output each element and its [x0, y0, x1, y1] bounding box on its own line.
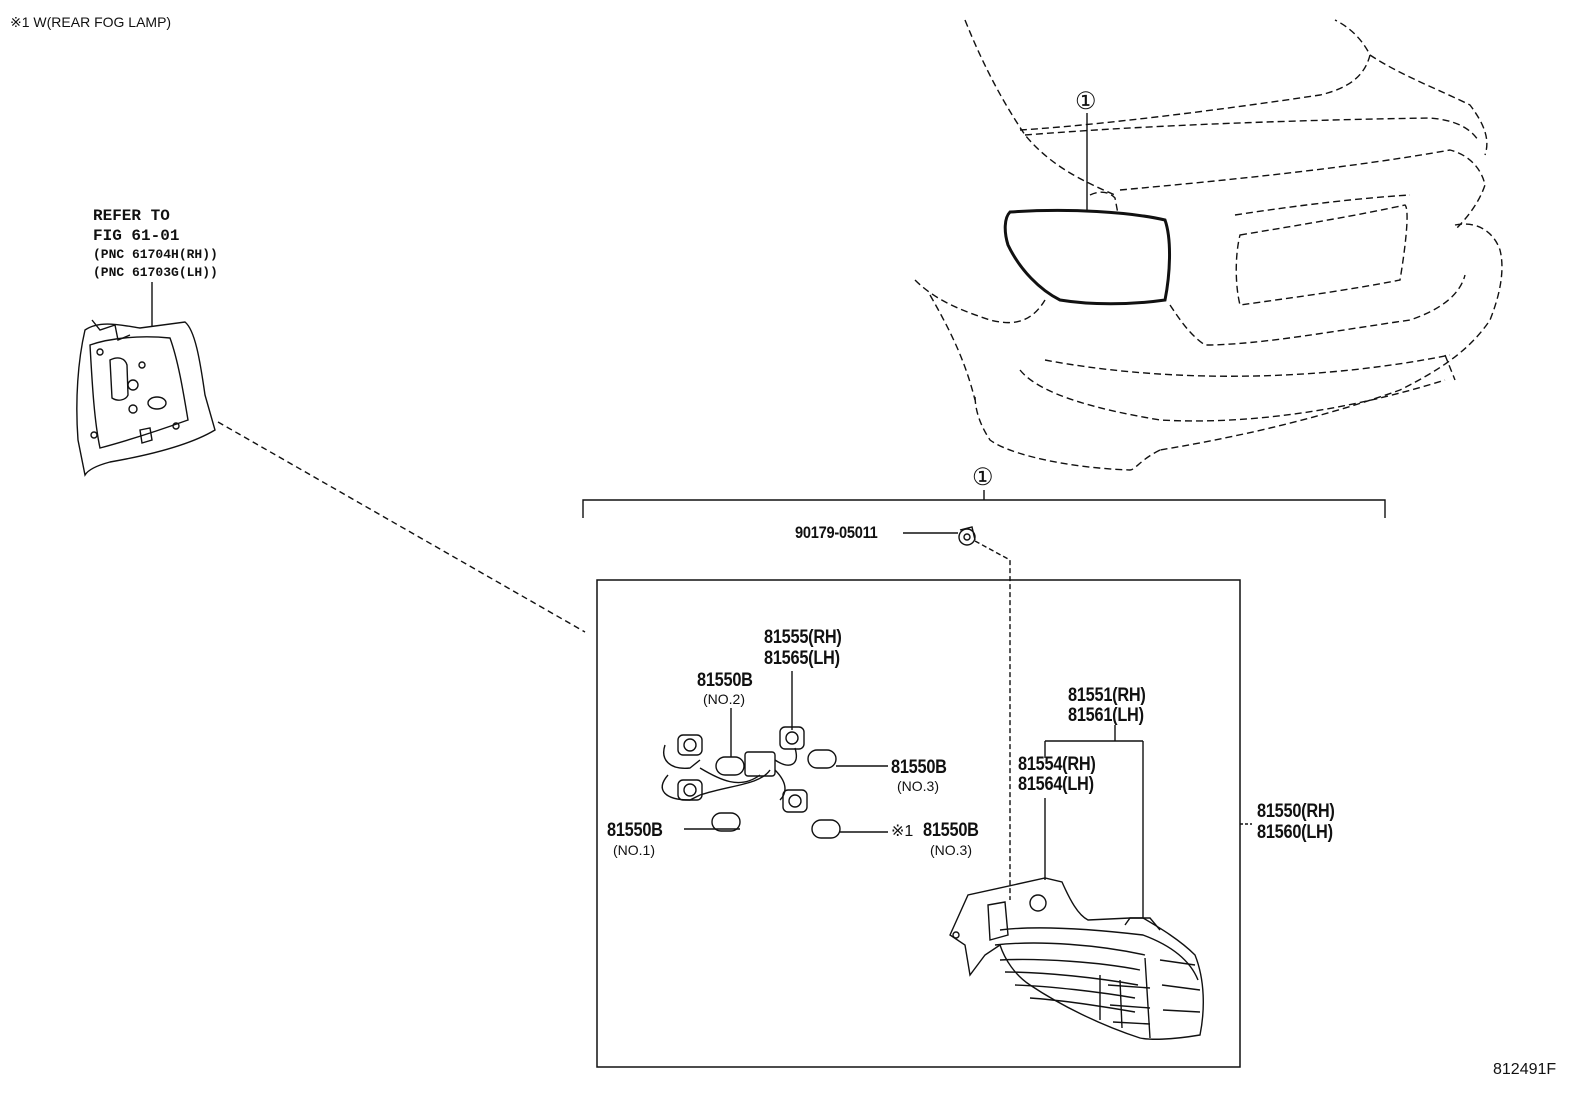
fog-lamp-note: ※1 W(REAR FOG LAMP)	[10, 14, 172, 30]
part-assembly-lh: 81560(LH)	[1257, 822, 1333, 843]
part-housing-lh: 81564(LH)	[1018, 774, 1094, 795]
part-socket-rh: 81555(RH)	[764, 627, 842, 648]
lamp-socket-plate-illustration	[76, 282, 216, 477]
part-assembly-rh: 81550(RH)	[1257, 801, 1335, 822]
part-screw-number: 90179-05011	[795, 523, 878, 542]
part-bulb-no3a: 81550B	[891, 757, 947, 778]
refer-to-label: REFER TO	[93, 207, 170, 225]
part-bulb-no1-sub: (NO.1)	[613, 842, 655, 858]
wiring-harness	[661, 726, 841, 839]
refer-fig-label: FIG 61-01	[93, 227, 180, 245]
part-bulb-no3a-sub: (NO.3)	[897, 778, 939, 794]
part-bulb-no2: 81550B	[697, 670, 753, 691]
part-lens-rh: 81551(RH)	[1068, 685, 1146, 706]
tail-lamp-assembly	[949, 877, 1204, 1040]
assembly-bracket	[582, 499, 1386, 518]
screw-illustration	[958, 526, 976, 546]
part-socket-lh: 81565(LH)	[764, 648, 840, 669]
part-bulb-no3b: 81550B	[923, 820, 979, 841]
part-bulb-no3b-sub: (NO.3)	[930, 842, 972, 858]
part-housing-rh: 81554(RH)	[1018, 754, 1096, 775]
refer-pnc-rh: (PNC 61704H(RH))	[93, 247, 218, 262]
part-lens-lh: 81561(LH)	[1068, 705, 1144, 726]
callout-assembly-marker: ①	[972, 464, 994, 491]
part-bulb-no2-sub: (NO.2)	[703, 691, 745, 707]
fog-lamp-marker: ※1	[891, 823, 914, 840]
tail-lamp-highlight	[1003, 208, 1171, 306]
figure-id: 812491F	[1493, 1061, 1557, 1078]
refer-pnc-lh: (PNC 61703G(LH))	[93, 265, 218, 280]
callout-car-marker: ①	[1075, 88, 1097, 115]
part-bulb-no1: 81550B	[607, 820, 663, 841]
car-rear-illustration	[914, 19, 1503, 471]
